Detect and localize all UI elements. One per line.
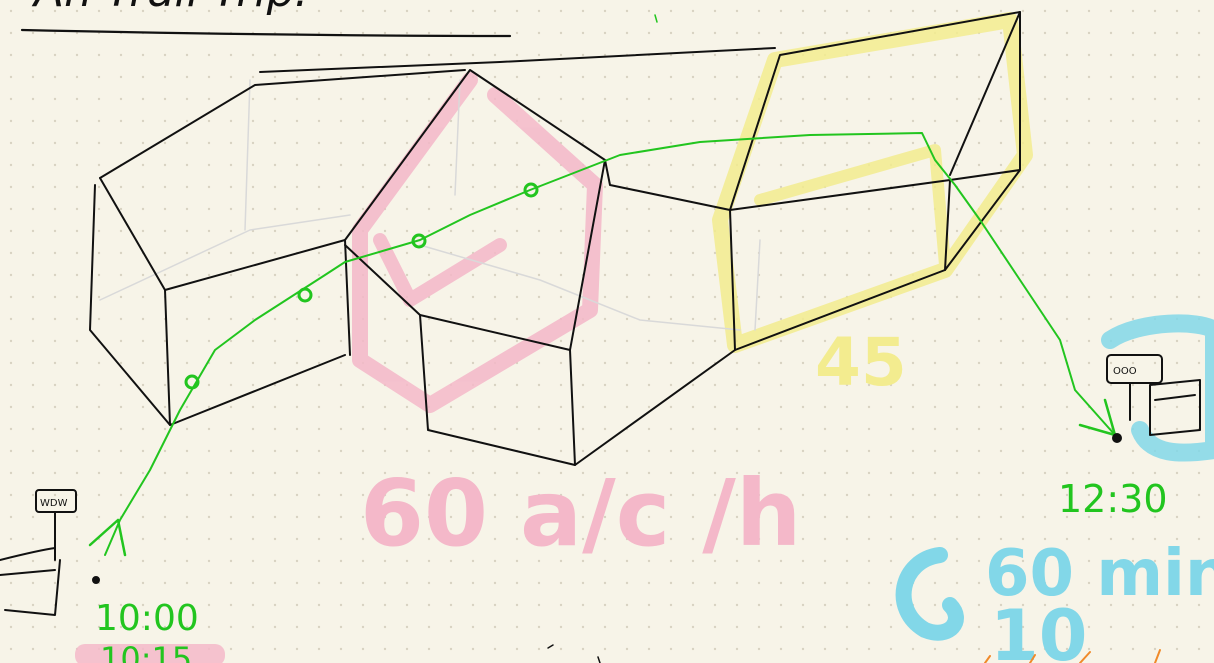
start-time-label: 10:00	[95, 598, 199, 639]
end-note-bottom: 10	[990, 595, 1087, 663]
yellow-box-label: 45	[815, 324, 907, 401]
hex-pace-label: 60 a/c /h	[360, 460, 801, 567]
title-fragment: An Trail Trip:	[31, 0, 309, 17]
start-time-next-label: 10:15	[100, 640, 192, 663]
end-time-label: 12:30	[1058, 477, 1168, 521]
start-sign-label: WDW	[40, 498, 68, 509]
end-sign-label: OOO	[1113, 366, 1137, 377]
